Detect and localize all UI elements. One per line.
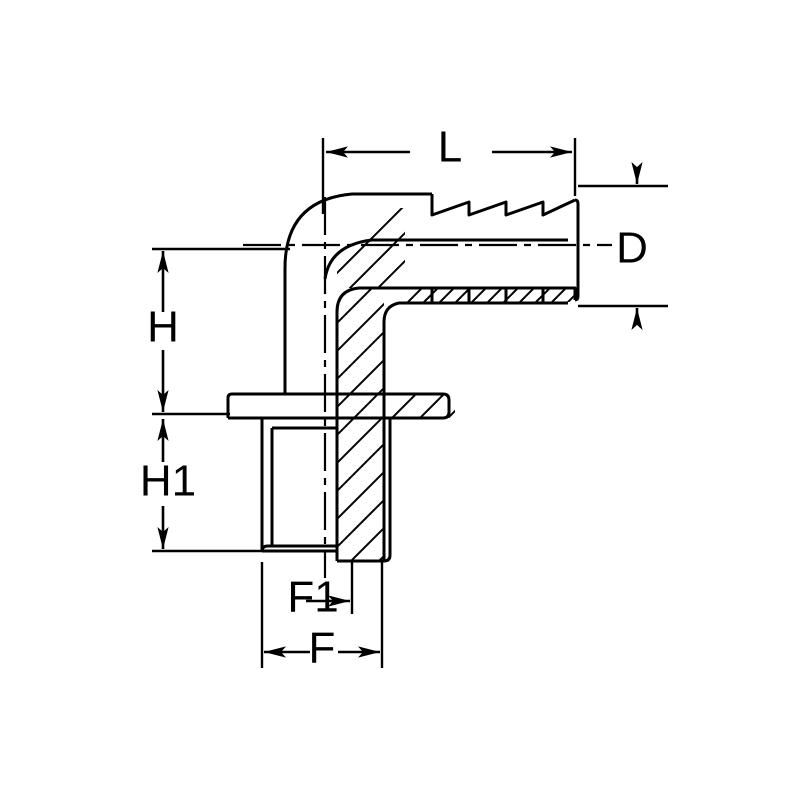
barb-end-face <box>574 198 580 302</box>
dimension-label-H: H <box>147 303 179 352</box>
elbow-section-outer-contour <box>335 286 405 561</box>
hatch-barb-lower <box>405 288 575 302</box>
elbow-outer-curve <box>283 192 405 394</box>
dimension-label-D: D <box>616 224 648 273</box>
thread-end-chamfer <box>260 544 269 552</box>
elbow-section-inner-contour <box>382 301 405 561</box>
barb-teeth-top <box>430 194 576 217</box>
stem-section-bottom-round <box>383 418 392 563</box>
extension-lines <box>152 138 668 668</box>
hatch-flange-right <box>384 394 455 418</box>
section-hatching <box>337 208 575 561</box>
hatch-elbow-corner <box>337 208 405 288</box>
hatch-vertical-wall <box>337 288 384 561</box>
flange-collar <box>226 392 384 420</box>
dimension-labels: L D H H1 F1 F <box>140 123 648 673</box>
dimension-label-H1: H1 <box>140 457 196 506</box>
elbow-inner-bore-curve <box>323 238 405 280</box>
dimension-label-F1: F1 <box>287 573 338 622</box>
dimension-label-F: F <box>309 624 336 673</box>
flange-right-shoulder <box>384 392 451 420</box>
dimension-lines <box>157 146 643 658</box>
dimension-label-L: L <box>438 123 462 172</box>
centerlines <box>243 197 612 578</box>
